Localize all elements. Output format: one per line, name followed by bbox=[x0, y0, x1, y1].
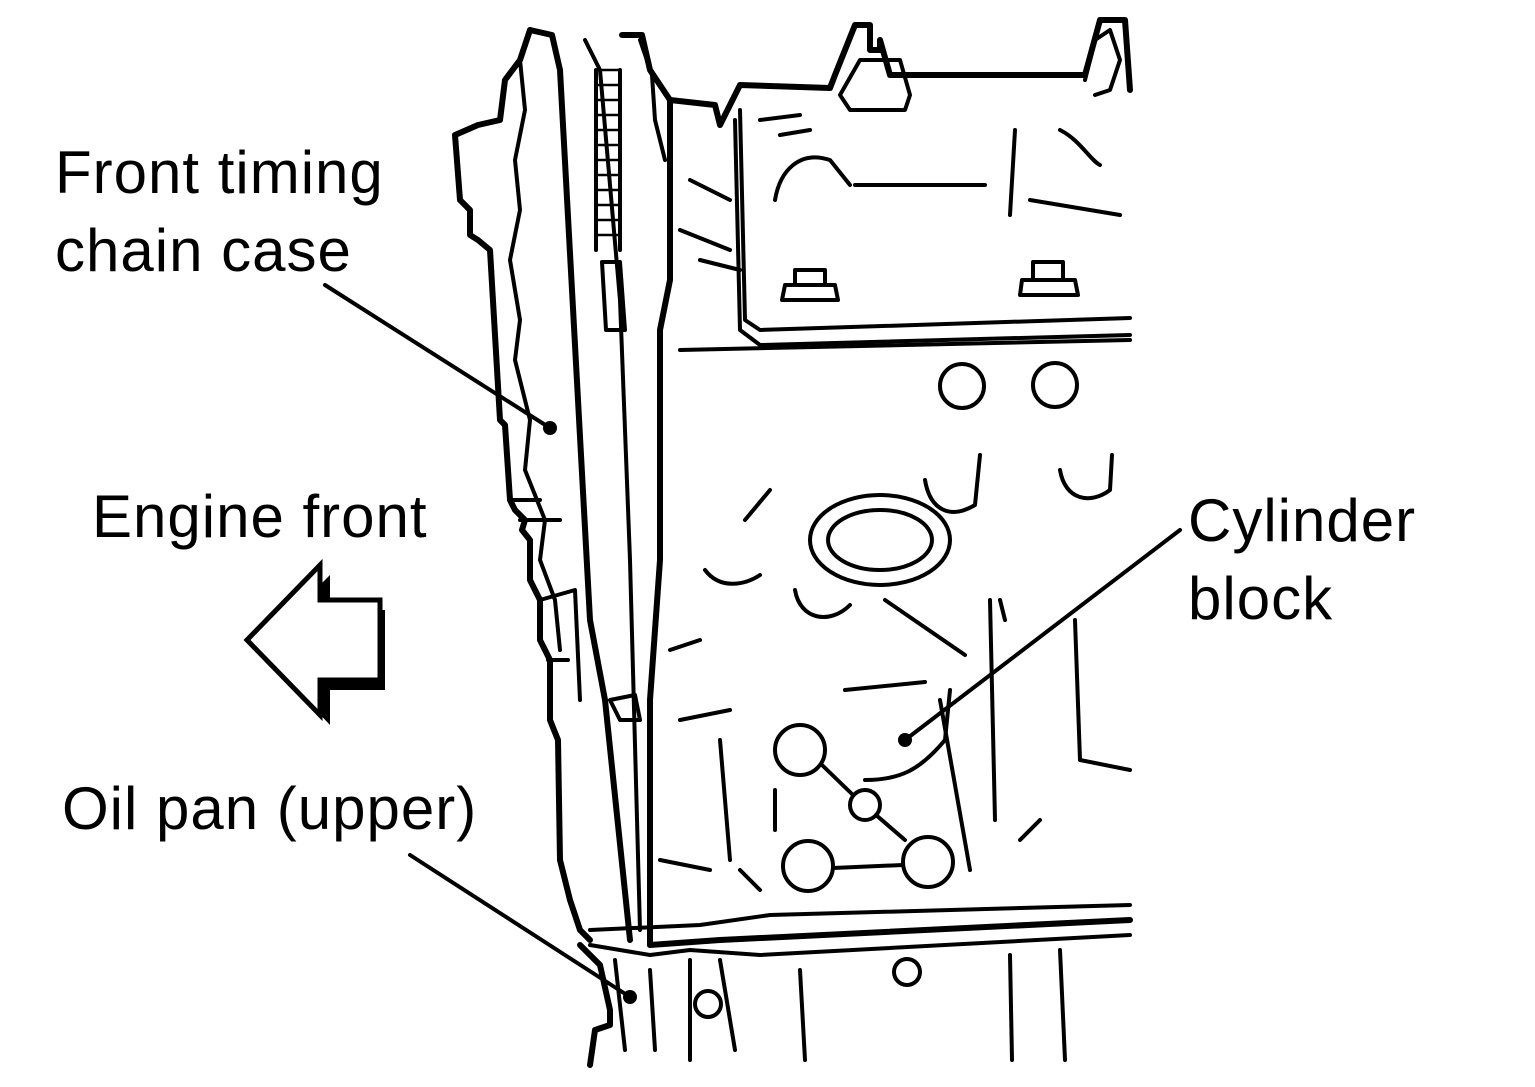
engine-front-label: Engine front bbox=[92, 483, 428, 550]
leader-cylinder-block bbox=[903, 528, 1182, 742]
cylinder-block-label-line2: block bbox=[1188, 565, 1334, 632]
leader-front-timing-chain-case bbox=[323, 283, 552, 430]
leader-lines bbox=[323, 283, 1182, 1004]
oil-pan-upper-drawing bbox=[577, 942, 1067, 1068]
cylinder-block-drawing bbox=[588, 17, 1133, 957]
leader-dot-oil-pan-upper bbox=[623, 990, 637, 1004]
leader-dot-cylinder-block bbox=[898, 733, 912, 747]
front-timing-chain-case-label-line1: Front timing bbox=[55, 139, 384, 206]
leader-oil-pan-upper bbox=[408, 853, 632, 999]
front-timing-chain-case-drawing bbox=[452, 27, 673, 948]
leader-dot-front-timing-chain-case bbox=[543, 421, 557, 435]
cylinder-block-label-line1: Cylinder bbox=[1188, 487, 1417, 554]
left-arrow-icon bbox=[243, 558, 385, 725]
oil-pan-upper-label: Oil pan (upper) bbox=[62, 775, 478, 842]
front-timing-chain-case-label-line2: chain case bbox=[55, 217, 352, 284]
